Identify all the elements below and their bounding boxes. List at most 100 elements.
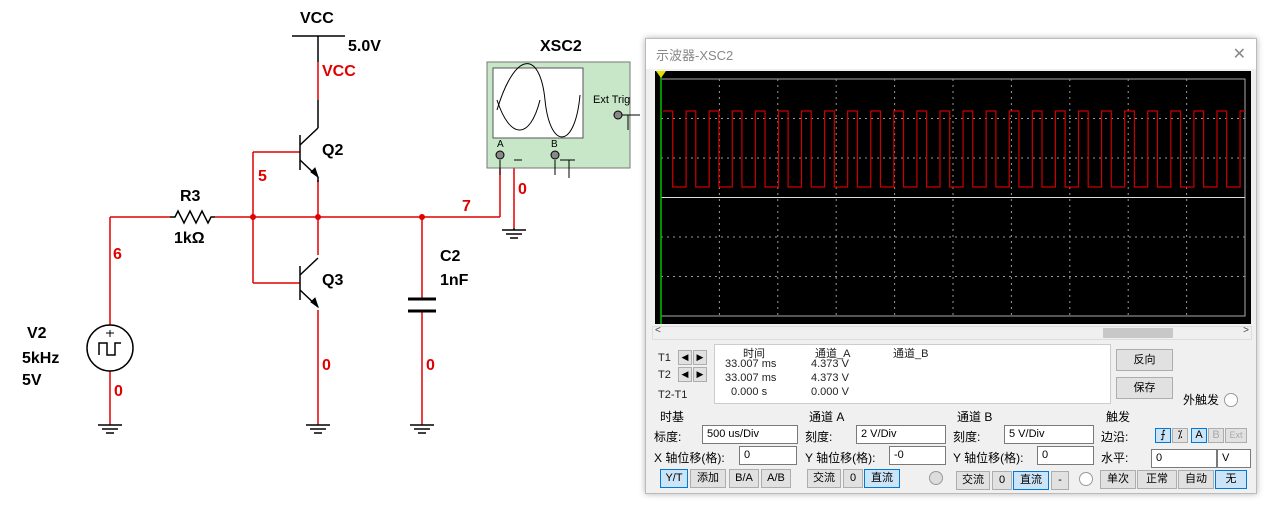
oscilloscope-xsc2-icon (486, 61, 640, 178)
reverse-button[interactable]: 反向 (1116, 349, 1173, 371)
trigger-level-label: 水平: (1101, 451, 1129, 465)
vcc-value: 5.0V (348, 38, 381, 55)
close-button[interactable]: ✕ (1232, 46, 1246, 63)
net-0-c2: 0 (426, 357, 435, 374)
single-button[interactable]: 单次 (1100, 470, 1136, 489)
c2-label: C2 (440, 248, 461, 265)
title-bar: 示波器-XSC2 ✕ (646, 39, 1256, 69)
t2-t1-label: T2-T1 (658, 389, 688, 401)
dt-time: 0.000 s (731, 386, 768, 398)
t2-cha: 4.373 V (811, 372, 849, 384)
falling-edge-button[interactable]: ⁒ (1172, 428, 1188, 443)
channel-a-ypos-input[interactable]: -0 (889, 446, 946, 465)
channel-a-zero-button[interactable]: 0 (843, 469, 863, 488)
timebase-title: 时基 (660, 410, 685, 424)
cursor-readout: 时间 通道_A 通道_B 33.007 ms 4.373 V 33.007 ms… (714, 344, 1111, 404)
channel-b-zero-button[interactable]: 0 (992, 471, 1012, 490)
channel-b-scale-input[interactable]: 5 V/Div (1004, 425, 1094, 444)
t1-right-button[interactable]: ▶ (693, 350, 707, 365)
timebase-scale-input[interactable]: 500 us/Div (702, 425, 798, 444)
channel-a-trace (663, 110, 1245, 188)
v2-label: V2 (27, 325, 47, 342)
window-title: 示波器-XSC2 (656, 47, 734, 63)
scope-screen (655, 71, 1251, 324)
channel-b-ypos-label: Y 轴位移(格): (953, 451, 1024, 465)
channel-b-dc-button[interactable]: 直流 (1013, 471, 1049, 490)
v2-amp: 5V (22, 372, 42, 389)
ext-trig-label: Ext Trig (593, 94, 631, 106)
ext-trigger-radio[interactable] (1224, 393, 1238, 407)
ba-button[interactable]: B/A (729, 469, 759, 488)
save-button[interactable]: 保存 (1116, 377, 1173, 399)
dt-cha: 0.000 V (811, 386, 849, 398)
r3-value: 1kΩ (174, 230, 205, 247)
ext-trigger-label: 外触发 (1183, 393, 1220, 407)
q3-label: Q3 (322, 272, 344, 289)
net-6: 6 (113, 246, 122, 263)
channel-b-radio[interactable] (1079, 472, 1093, 486)
channel-a-ypos-label: Y 轴位移(格): (805, 451, 876, 465)
add-button[interactable]: 添加 (690, 469, 726, 488)
net-0-scope: 0 (518, 181, 527, 198)
channel-b-ypos-input[interactable]: 0 (1037, 446, 1094, 465)
ground-icons (98, 228, 526, 434)
trigger-level-input[interactable]: 0 (1151, 449, 1217, 468)
trigger-title: 触发 (1106, 410, 1131, 424)
channel-a-scale-label: 刻度: (805, 430, 833, 444)
yt-button[interactable]: Y/T (660, 469, 688, 488)
scope-b-label: B (551, 139, 558, 150)
normal-button[interactable]: 正常 (1137, 470, 1177, 489)
channel-b-title: 通道 B (957, 410, 993, 424)
header-time: 时间 (743, 348, 765, 360)
trigger-unit-select[interactable]: V (1217, 449, 1251, 468)
t2-left-button[interactable]: ◀ (678, 367, 692, 382)
channel-b-scale-label: 刻度: (953, 430, 981, 444)
rising-edge-button[interactable]: ⨍ (1155, 428, 1171, 443)
cursor-marker (656, 71, 666, 78)
channel-a-dc-button[interactable]: 直流 (864, 469, 900, 488)
net-7: 7 (462, 198, 471, 215)
none-button[interactable]: 无 (1215, 470, 1247, 489)
channel-a-title: 通道 A (809, 410, 845, 424)
net-0-v2: 0 (114, 383, 123, 400)
channel-a-scale-input[interactable]: 2 V/Div (856, 425, 946, 444)
t2-right-button[interactable]: ▶ (693, 367, 707, 382)
t1-label: T1 (658, 352, 671, 364)
t1-left-button[interactable]: ◀ (678, 350, 692, 365)
c2-value: 1nF (440, 272, 469, 289)
header-chb: 通道_B (893, 348, 929, 360)
ab-button[interactable]: A/B (761, 469, 791, 488)
auto-button[interactable]: 自动 (1178, 470, 1214, 489)
x-position-input[interactable]: 0 (739, 446, 797, 465)
vcc-net-label: VCC (322, 63, 356, 80)
t2-time: 33.007 ms (725, 372, 777, 384)
source-v2 (86, 324, 134, 372)
header-cha: 通道_A (815, 348, 851, 360)
channel-b-invert-button[interactable]: - (1051, 471, 1069, 490)
channel-a-radio[interactable] (929, 471, 943, 485)
v2-freq: 5kHz (22, 350, 60, 367)
scope-label: XSC2 (540, 38, 582, 55)
net-0-q3: 0 (322, 357, 331, 374)
horizontal-scrollbar[interactable]: <> (652, 325, 1252, 340)
circuit-schematic (86, 35, 640, 434)
trigger-source-ext-button[interactable]: Ext (1225, 428, 1247, 443)
scope-a-label: A (497, 139, 504, 150)
scroll-thumb[interactable] (1103, 328, 1173, 338)
trigger-source-b-button[interactable]: B (1208, 428, 1224, 443)
trigger-edge-label: 边沿: (1101, 430, 1129, 444)
r3-label: R3 (180, 188, 201, 205)
q2-label: Q2 (322, 142, 344, 159)
trigger-source-a-button[interactable]: A (1191, 428, 1207, 443)
oscilloscope-window: 示波器-XSC2 ✕ <> T1 T2 T2-T1 ◀ ▶ ◀ ▶ 时间 通道_… (645, 38, 1257, 494)
t1-cha: 4.373 V (811, 358, 849, 370)
resistor-r3 (170, 209, 215, 225)
wires (109, 62, 515, 425)
t1-time: 33.007 ms (725, 358, 777, 370)
vcc-label: VCC (300, 10, 334, 27)
x-position-label: X 轴位移(格): (654, 451, 725, 465)
timebase-scale-label: 标度: (654, 430, 682, 444)
channel-a-ac-button[interactable]: 交流 (807, 469, 841, 488)
channel-b-ac-button[interactable]: 交流 (956, 471, 990, 490)
t2-label: T2 (658, 369, 671, 381)
